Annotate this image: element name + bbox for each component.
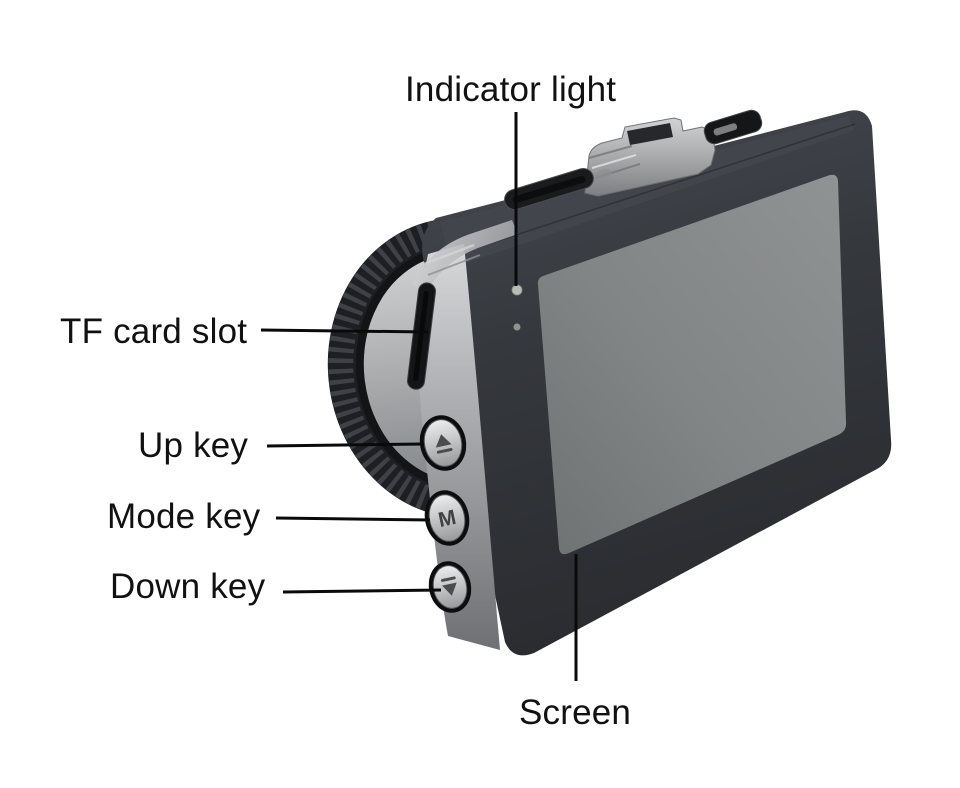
up-arrow-icon: [435, 434, 453, 454]
label-screen: Screen: [519, 693, 631, 732]
indicator-light-led: [511, 284, 523, 296]
port-pin: [713, 123, 738, 136]
label-down-key: Down key: [110, 567, 266, 606]
secondary-led-dot: [513, 323, 521, 331]
panel-top-sheen: [412, 220, 518, 294]
mount-bracket: [584, 117, 716, 197]
mode-key-button: M: [424, 490, 470, 546]
down-key-button: [428, 561, 472, 613]
up-key-button: [419, 415, 467, 471]
bracket-ridge-2: [591, 154, 637, 169]
label-tf-card-slot: TF card slot: [60, 312, 247, 351]
mount-bracket-slot: [627, 123, 673, 145]
up-key-callout-line: [266, 442, 425, 448]
body-top-seam: [469, 123, 856, 251]
bracket-ridge-1: [588, 145, 633, 159]
screen: [537, 174, 847, 555]
label-mode-key: Mode key: [107, 497, 261, 536]
panel-ridge-1: [423, 243, 475, 266]
top-right-port: [703, 109, 763, 145]
mode-key-callout-line: [275, 516, 431, 522]
down-arrow-icon: [440, 576, 457, 596]
down-key-callout-line: [282, 588, 442, 594]
mode-key-glyph: M: [436, 506, 458, 532]
tf-card-slot: [406, 282, 436, 390]
label-up-key: Up key: [138, 426, 248, 465]
usb-port-slot: [504, 167, 612, 211]
tf-card-slot-callout-line: [260, 328, 429, 334]
panel-ridge-2: [427, 254, 481, 276]
label-indicator-light: Indicator light: [405, 70, 616, 109]
embossed-marks: [594, 169, 612, 180]
